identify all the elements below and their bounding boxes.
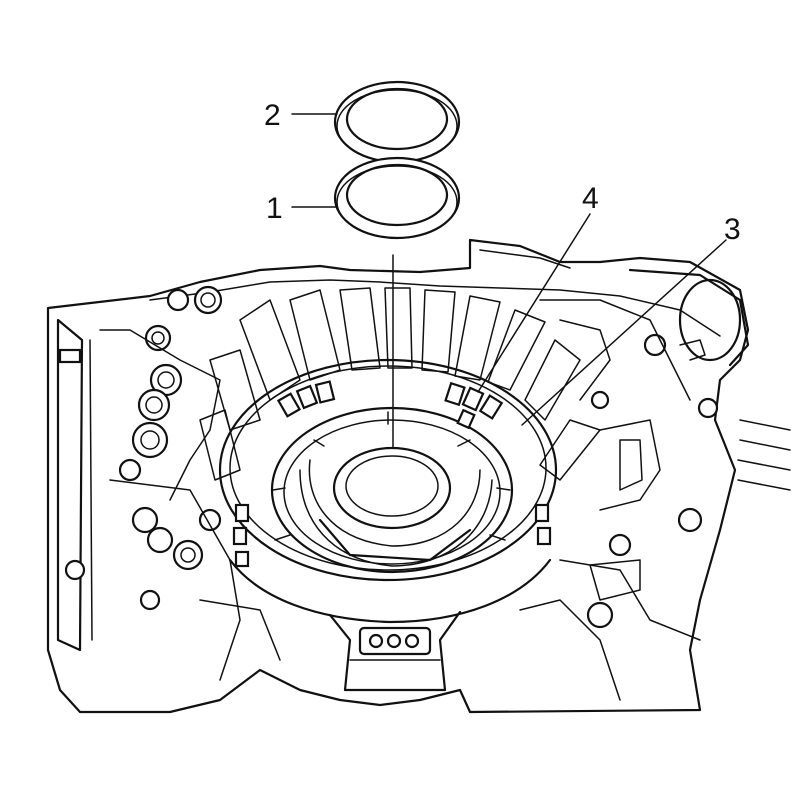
seal-ring-1: [333, 156, 461, 240]
housing-ribs: [199, 287, 601, 481]
clutch-housing: [218, 358, 558, 692]
right-bosses: [519, 299, 719, 701]
return-springs-right: [444, 381, 552, 546]
return-springs-left: [232, 380, 336, 568]
callout-4: 4: [582, 182, 599, 215]
callout-1: 1: [266, 192, 283, 225]
leader-line-3: [521, 239, 727, 426]
left-bosses: [64, 285, 281, 681]
seal-ring-2: [333, 80, 461, 164]
callout-2: 2: [264, 99, 281, 132]
leader-line-4: [477, 213, 591, 393]
callout-3: 3: [724, 213, 741, 246]
case-outline: [46, 238, 791, 714]
